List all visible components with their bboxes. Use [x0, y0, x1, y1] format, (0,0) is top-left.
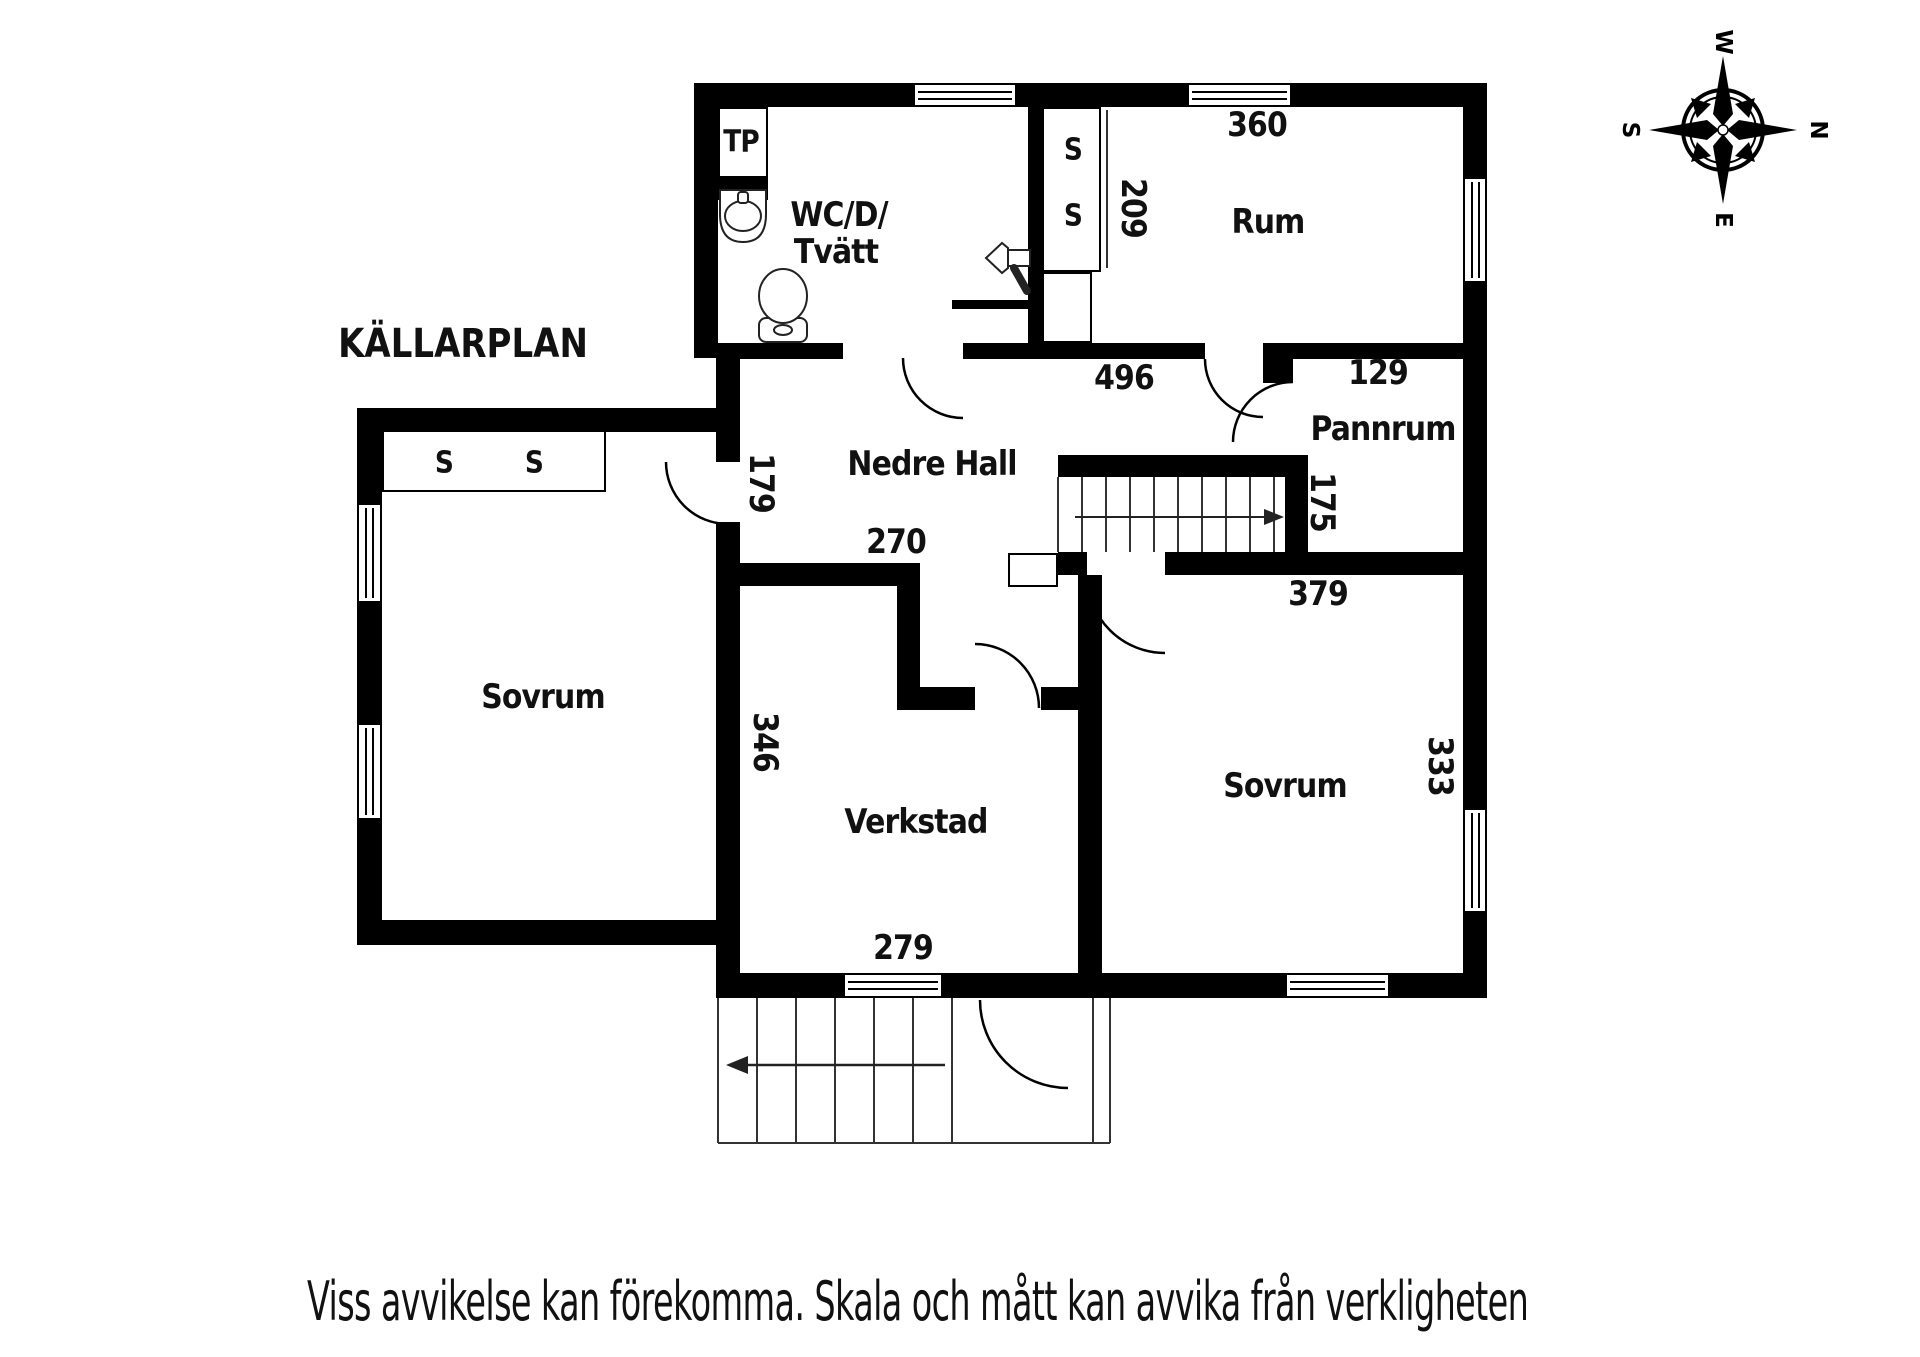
room-label-sovrum-east: Sovrum [1223, 766, 1347, 806]
compass-point-sw [1691, 142, 1711, 162]
wardrobe-unit-sovrum-west [382, 430, 606, 492]
dimension-sovrum-east-height: 333 [1420, 736, 1460, 796]
compass-rose: W N E S [1617, 29, 1831, 228]
door-arc-verkstad [974, 642, 1041, 709]
dimension-hall-lower-width: 270 [866, 522, 927, 562]
window-glass [365, 727, 374, 816]
window-wing-upper [357, 503, 382, 603]
wall-verkstad-jog [897, 563, 920, 710]
window-glass [1470, 813, 1480, 908]
wall-hall-divider-b [963, 343, 1205, 359]
dimension-hall-width: 496 [1094, 358, 1155, 398]
dimension-wardrobe-height: 209 [1113, 178, 1153, 238]
wall-sovrum-top-b [1165, 552, 1463, 575]
interior-stair-arrow [1075, 509, 1284, 525]
toilet-icon [758, 268, 808, 343]
window-glass [918, 90, 1012, 100]
wall-verkstad-sovrum-divider [1078, 575, 1102, 998]
wall-exterior-top [694, 83, 1487, 107]
wardrobe-label-s2: S [1063, 198, 1083, 234]
door-arc-wc [901, 357, 964, 420]
window-wing-lower [357, 723, 382, 820]
door-arc-sovrum-west [664, 461, 729, 526]
wall-wc-rum-divider [1028, 107, 1042, 343]
compass-letter-west: W [1710, 29, 1736, 54]
wall-wing-top [357, 408, 716, 432]
wall-tp-bottom [718, 178, 768, 200]
wc-bench [952, 300, 1030, 309]
door-arc-exterior [978, 999, 1069, 1090]
wall-hall-divider-a [740, 343, 843, 359]
window-glass [1470, 182, 1480, 278]
dimension-rum-width: 360 [1227, 105, 1288, 145]
window-glass [1192, 90, 1287, 100]
room-label-wc-line1: WC/D/ [790, 195, 888, 235]
window-glass [1290, 981, 1385, 990]
compass-point-left [1649, 120, 1719, 140]
window-right-lower [1463, 808, 1487, 913]
window-bottom-verkstad [843, 973, 943, 998]
compass-letter-south: S [1617, 122, 1643, 139]
door-arc-pannrum [1231, 380, 1294, 443]
wall-exterior-left-upper [694, 83, 718, 358]
compass-point-nw [1691, 98, 1711, 118]
dimension-wing-door: 179 [741, 453, 781, 513]
interior-stair-treads [1057, 477, 1275, 552]
window-top-2 [1187, 83, 1292, 107]
wall-left-mid [716, 343, 740, 462]
tp-closet [718, 107, 768, 178]
room-label-rum: Rum [1231, 202, 1306, 242]
door-arc-rum [1203, 358, 1264, 419]
window-top-1 [913, 83, 1017, 107]
wall-corridor-a [897, 687, 975, 710]
disclaimer-text: Viss avvikelse kan förekomma. Skala och … [307, 1270, 1529, 1333]
room-label-verkstad: Verkstad [844, 802, 988, 842]
wall-stair-right [1285, 455, 1308, 575]
faucet-icon [984, 241, 1031, 295]
compass-letter-north: N [1805, 120, 1831, 139]
window-right-upper [1463, 177, 1487, 283]
dimension-stair-width: 175 [1302, 472, 1342, 532]
room-label-sovrum-west: Sovrum [481, 677, 605, 717]
compass-letter-east: E [1710, 212, 1736, 228]
compass-point-up [1713, 56, 1733, 126]
wardrobe-unit-rum [1042, 107, 1101, 272]
window-bottom-sovrum [1285, 973, 1390, 998]
wall-stair-top [1058, 455, 1298, 477]
dimension-sovrum-east-width: 379 [1288, 574, 1349, 614]
wardrobe-label-s3: S [434, 445, 454, 481]
wall-hall-divider-c [1263, 343, 1463, 359]
exterior-stair-treads [717, 998, 1111, 1144]
dimension-pannrum-entry: 129 [1348, 353, 1409, 393]
wall-wing-left [357, 408, 382, 945]
room-label-pannrum: Pannrum [1310, 409, 1457, 449]
wall-verkstad-top [740, 563, 920, 586]
cabinet-rum [1042, 272, 1092, 343]
room-label-nedre-hall: Nedre Hall [847, 444, 1017, 484]
stair-base-box [1008, 553, 1058, 587]
wall-left-lower [716, 522, 740, 998]
wardrobe-label-s1: S [1063, 132, 1083, 168]
compass-point-se [1735, 142, 1755, 162]
wall-sovrum-top-a [1058, 552, 1087, 575]
compass-point-right [1727, 120, 1797, 140]
window-glass [365, 507, 374, 599]
exterior-stair-arrow [726, 1056, 945, 1074]
wardrobe-label-s4: S [524, 445, 544, 481]
room-label-wc-line2: Tvätt [793, 232, 879, 272]
wall-pannrum-stub [1263, 343, 1293, 383]
plan-title: KÄLLARPLAN [338, 321, 588, 367]
compass-point-ne [1735, 98, 1755, 118]
dimension-verkstad-window: 279 [873, 928, 934, 968]
compass-point-down [1713, 134, 1733, 204]
window-glass [847, 981, 939, 990]
room-label-tp: TP [723, 124, 759, 160]
dimension-verkstad-height: 346 [745, 712, 785, 772]
wall-wing-bottom [357, 920, 740, 945]
